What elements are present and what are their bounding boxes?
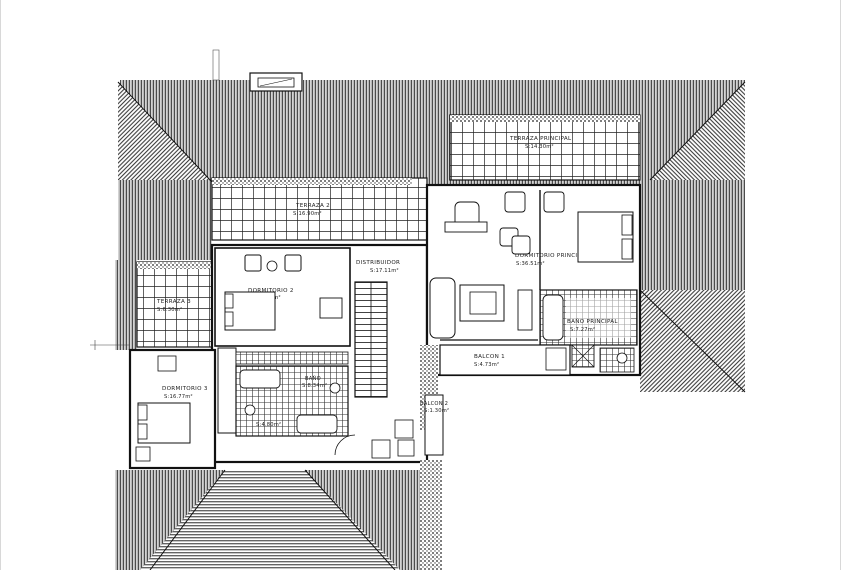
terraza-2-area: S:16.90m²	[293, 211, 322, 217]
terraza-2: TERRAZA 2 S:16.90m²	[211, 177, 428, 241]
terraza-2-name: TERRAZA 2	[295, 203, 330, 209]
chimney	[212, 49, 303, 92]
bano-principal: BAÑO PRINCIPAL S:7.27m²	[539, 289, 638, 373]
terraza-3-name: TERRAZA 3	[156, 299, 191, 305]
roof-left	[115, 81, 213, 350]
dormitorio-principal: DORMITORIO PRINCIPAL S:36.51m²	[429, 190, 634, 341]
terraza-principal: TERRAZA PRINCIPAL S:14.30m²	[449, 114, 641, 181]
bano-principal-area: S:7.27m²	[570, 327, 595, 333]
dormitorio-2-name: DORMITORIO 2	[248, 288, 294, 294]
bed-dormitorio-principal	[577, 211, 634, 263]
bed-dormitorio-2	[224, 291, 276, 331]
balcon-1-name: BALCON 1	[474, 354, 505, 360]
dormitorio-2: DORMITORIO 2 S:19.51m²	[214, 247, 351, 347]
dormitorio-principal-area: S:36.51m²	[516, 261, 545, 267]
bano-2-area: S:8.34m²	[302, 383, 327, 389]
balcon-2-name: BALCON 2	[420, 401, 448, 407]
terraza-3-area: S:6.30m²	[157, 307, 182, 313]
terraza-principal-name: TERRAZA PRINCIPAL	[509, 136, 572, 142]
left-frame-edge	[0, 0, 1, 570]
distribuidor-name: DISTRIBUIDOR	[356, 260, 400, 266]
closet-bano: BAÑO S:8.34m² S:4.80m²	[217, 347, 349, 437]
dormitorio-3-area: S:16.77m²	[164, 394, 193, 400]
roof-bottom	[115, 469, 440, 570]
right-frame-edge	[840, 0, 841, 570]
dormitorio-3-name: DORMITORIO 3	[162, 386, 208, 392]
dormitorio-principal-name: DORMITORIO PRINCIPAL	[515, 253, 589, 259]
bano-principal-name: BAÑO PRINCIPAL	[567, 318, 618, 325]
distribuidor-area: S:17.11m²	[370, 268, 399, 274]
terraza-3: TERRAZA 3 S:6.30m²	[136, 261, 213, 348]
distribuidor: DISTRIBUIDOR S:17.11m²	[334, 260, 415, 459]
dormitorio-3: DORMITORIO 3 S:16.77m²	[135, 355, 208, 462]
balcon-2-area: S:1.30m²	[424, 408, 449, 414]
roof-right	[639, 81, 746, 393]
bano-3-area: S:4.80m²	[256, 422, 281, 428]
balcon-1-area: S:4.73m²	[474, 362, 499, 368]
bano-2-name: BAÑO	[305, 375, 321, 382]
roof-top	[120, 80, 745, 185]
planter	[420, 460, 442, 570]
terraza-principal-area: S:14.30m²	[525, 144, 554, 150]
section-marks	[90, 340, 130, 350]
armchairs-dormitorio-2	[244, 254, 302, 272]
balcon-2: BALCON 2 S:1.30m²	[420, 394, 449, 456]
